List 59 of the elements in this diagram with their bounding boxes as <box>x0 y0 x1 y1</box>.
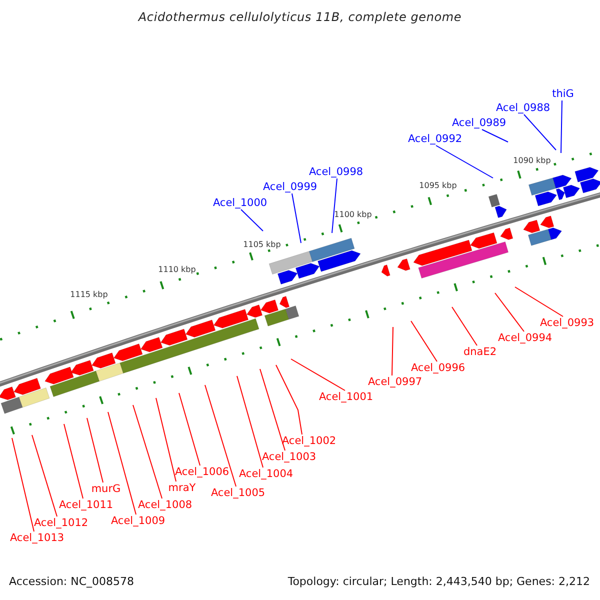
leader-line <box>560 100 562 154</box>
position-label: 1110 kbp <box>158 265 196 275</box>
leader-line <box>292 193 302 244</box>
gene-label: Acel_1011 <box>58 498 114 512</box>
gene-label: Acel_0997 <box>368 376 422 388</box>
gene-label: Acel_1001 <box>318 390 374 404</box>
leader-line <box>482 129 508 142</box>
leader-line <box>260 368 286 451</box>
gene-label: murG <box>91 482 121 496</box>
leader-line <box>452 306 478 346</box>
gene-label: Acel_1003 <box>262 450 316 464</box>
accession-text: Accession: NC_008578 <box>9 575 134 589</box>
gene-label: Acel_1002 <box>282 434 336 448</box>
position-label: 1095 kbp <box>419 181 457 191</box>
gene-label: thiG <box>552 88 574 100</box>
leader-line <box>276 364 302 435</box>
gene-label: Acel_0993 <box>540 316 594 330</box>
gene-label: Acel_1013 <box>10 532 64 544</box>
gene-label: Acel_0989 <box>452 116 506 130</box>
gene-label: Acel_0992 <box>408 132 462 146</box>
leader-line <box>436 145 494 178</box>
title: Acidothermus cellulolyticus 11B, complete genome <box>136 10 463 24</box>
gene-label: Acel_1005 <box>210 486 266 500</box>
leader-line <box>392 326 394 376</box>
leader-line <box>64 424 84 499</box>
leader-line <box>32 434 58 517</box>
leader-line <box>86 418 104 483</box>
leader-line <box>132 404 162 499</box>
leader-line <box>240 209 264 232</box>
gene-label: Acel_1008 <box>138 498 192 512</box>
gene-label: Acel_0998 <box>308 166 364 178</box>
gene-label: Acel_1009 <box>110 514 166 528</box>
leader-line <box>514 286 564 317</box>
leader-line <box>156 398 176 482</box>
position-label: 1090 kbp <box>513 156 551 166</box>
gene-label: Acel_0994 <box>498 332 552 344</box>
gene-label: Acel_1012 <box>34 516 88 530</box>
gene-label: Acel_0996 <box>410 362 466 374</box>
gene-label: Acel_0988 <box>496 102 550 114</box>
leader-line <box>290 358 346 391</box>
leader-line <box>108 412 136 515</box>
leader-line <box>410 320 438 362</box>
position-label: 1115 kbp <box>70 290 108 300</box>
leader-line <box>494 292 524 332</box>
leader-line <box>332 178 338 234</box>
gene-label: Acel_1000 <box>212 196 268 210</box>
gene-label: dnaE2 <box>463 346 497 358</box>
leader-line <box>236 376 264 468</box>
gene-label: Acel_0999 <box>262 180 318 194</box>
gene-label: Acel_1006 <box>174 466 230 478</box>
leader-line <box>12 438 34 532</box>
leader-line <box>178 392 200 466</box>
position-label: 1105 kbp <box>243 240 281 250</box>
genome-stats-text: Topology: circular; Length: 2,443,540 bp; Genes: 2,212 <box>288 575 590 589</box>
gene-label: Acel_1004 <box>238 468 294 480</box>
leader-line <box>524 114 556 150</box>
gene-label: mraY <box>168 482 196 494</box>
position-label: 1100 kbp <box>334 210 372 220</box>
leader-line <box>204 384 236 487</box>
